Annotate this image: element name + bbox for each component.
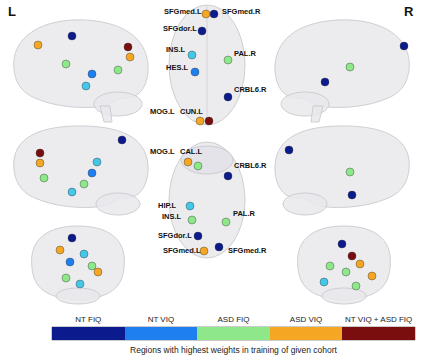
region-label: PAL.R xyxy=(233,210,255,218)
colorbar-caption: Regions with highest weights in training… xyxy=(130,346,337,355)
region-label: CAL.L xyxy=(180,148,202,156)
region-label: SFGmed.R xyxy=(222,8,260,16)
hemisphere-letter: R xyxy=(404,5,413,18)
hemisphere-letter: L xyxy=(8,5,16,18)
region-label: INS.L xyxy=(166,46,185,54)
legend-text: ASD VIQ xyxy=(290,316,322,324)
region-label: SFGmed.L xyxy=(164,8,202,16)
region-label: CRBL6.R xyxy=(234,86,267,94)
legend-text: NT VIQ + ASD FIQ xyxy=(345,316,412,324)
region-label: SFGmed.L xyxy=(163,247,201,255)
region-label: SFGdor.L xyxy=(163,25,197,33)
region-label: SFGmed.R xyxy=(228,247,266,255)
legend-swatch xyxy=(125,327,198,340)
region-label: MOG.L xyxy=(150,108,175,116)
region-label: MOG.L xyxy=(150,148,175,156)
legend-text: ASD FIQ xyxy=(217,316,249,324)
legend-swatch xyxy=(52,327,125,340)
region-label: PAL.R xyxy=(234,50,256,58)
legend-swatch xyxy=(270,327,343,340)
region-label: CUN.L xyxy=(180,108,203,116)
region-label: HIP.L xyxy=(158,202,176,210)
legend-swatch xyxy=(342,327,415,340)
region-label: CRBL6.R xyxy=(234,162,267,170)
region-label: HES.L xyxy=(166,64,188,72)
legend-text: NT FIQ xyxy=(75,316,101,324)
legend-text: NT VIQ xyxy=(148,316,175,324)
legend-swatch xyxy=(197,327,270,340)
region-label: SFGdor.L xyxy=(158,232,192,240)
region-label: INS.L xyxy=(162,213,181,221)
